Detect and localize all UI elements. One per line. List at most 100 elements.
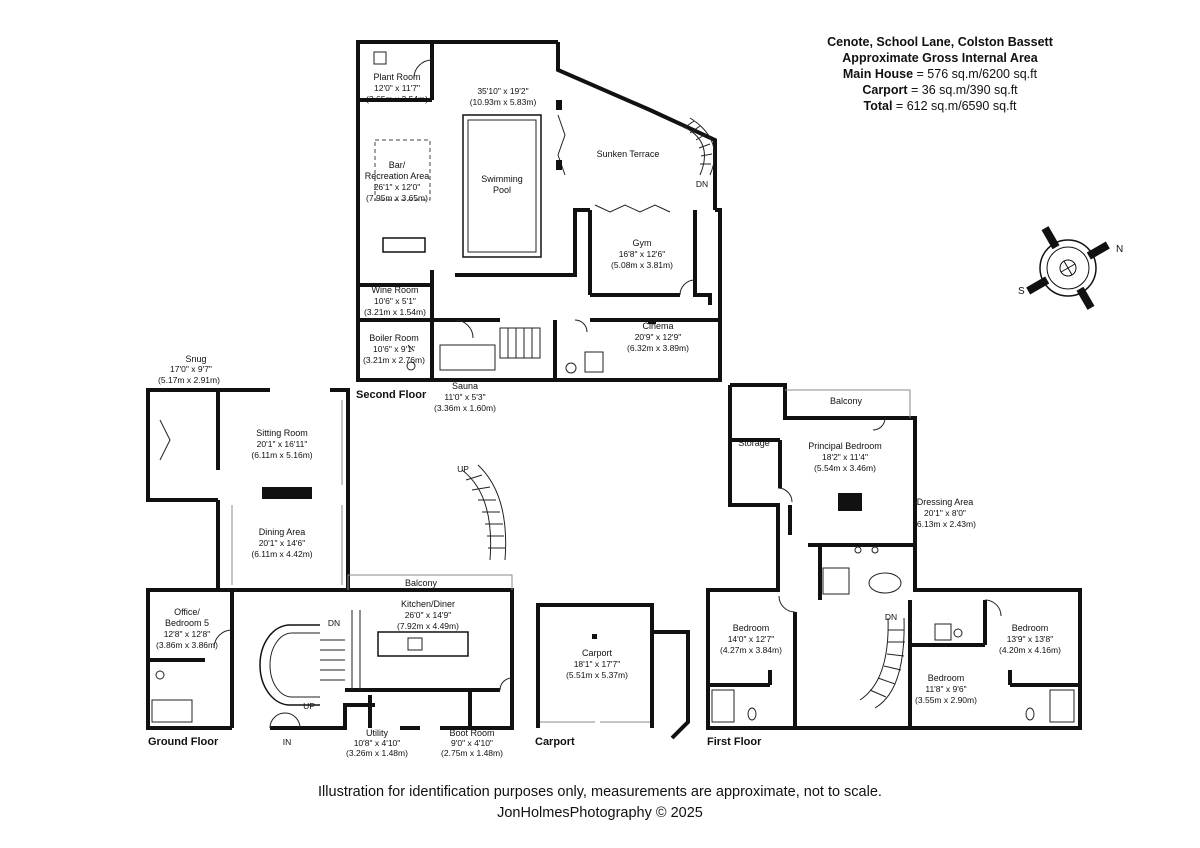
carport-imperial: 18'1" x 17'7" — [574, 659, 621, 669]
principal-bedroom-name: Principal Bedroom — [808, 441, 882, 451]
compass-south-label: S — [1018, 286, 1025, 297]
bedroom-b-imperial: 13'9" x 13'8" — [1007, 634, 1054, 644]
boiler-room-metric: (3.21m x 2.76m) — [363, 355, 425, 365]
wine-room-metric: (3.21m x 1.54m) — [364, 307, 426, 317]
kitchen-metric: (7.92m x 4.49m) — [397, 621, 459, 631]
cinema-imperial: 20'9" x 12'9" — [635, 332, 682, 342]
sitting-room-imperial: 20'1" x 16'11" — [257, 439, 308, 449]
dressing-area-imperial: 20'1" x 8'0" — [924, 508, 966, 518]
main-house-label: Main House — [842, 67, 914, 81]
gym-name: Gym — [633, 238, 652, 248]
gym-imperial: 16'8" x 12'6" — [619, 249, 666, 259]
cinema-name: Cinema — [642, 321, 673, 331]
disclaimer-text: Illustration for identification purposes… — [318, 784, 882, 800]
carport-plan — [536, 603, 690, 740]
swimming-pool-label-2: Pool — [493, 185, 511, 195]
boot-room-metric: (2.75m x 1.48m) — [441, 748, 503, 758]
carport-area-label: Carport — [862, 83, 908, 97]
sitting-room-name: Sitting Room — [256, 428, 308, 438]
dining-area-name: Dining Area — [259, 527, 306, 537]
wine-room-imperial: 10'6" x 5'1" — [374, 296, 416, 306]
bedroom-c-imperial: 11'8" x 9'6" — [925, 684, 966, 694]
first-floor-plan — [706, 383, 1082, 730]
second-floor-plan — [356, 40, 722, 382]
bedroom-a-metric: (4.27m x 3.84m) — [720, 645, 782, 655]
carport-area-value: 36 sq.m/390 sq.ft — [921, 83, 1018, 97]
snug-imperial: 17'0" x 9'7" — [170, 364, 212, 374]
bedroom-b-metric: (4.20m x 4.16m) — [999, 645, 1061, 655]
main-house-value: 576 sq.m/6200 sq.ft — [927, 67, 1038, 81]
carport-floor-label: Carport — [535, 736, 575, 748]
compass-rose: N S — [1018, 226, 1123, 310]
sauna-metric: (3.36m x 1.60m) — [434, 403, 496, 413]
dining-area-metric: (6.11m x 4.42m) — [251, 549, 312, 559]
boot-room-name: Boot Room — [449, 728, 494, 738]
entrance-in-marker: IN — [283, 737, 292, 747]
utility-metric: (3.26m x 1.48m) — [346, 748, 408, 758]
bedroom-a-imperial: 14'0" x 12'7" — [728, 634, 775, 644]
principal-bedroom-imperial: 18'2" x 11'4" — [822, 452, 868, 462]
second-floor-labels: Plant Room 12'0" x 11'7" (3.65m x 3.54m)… — [356, 72, 708, 413]
kitchen-imperial: 26'0" x 14'9" — [405, 610, 452, 620]
bar-label-2: Recreation Area — [365, 171, 430, 181]
boiler-room-name: Boiler Room — [369, 333, 419, 343]
sauna-name: Sauna — [452, 381, 478, 391]
boiler-room-imperial: 10'6" x 9'1" — [373, 344, 415, 354]
bedroom-b-name: Bedroom — [1012, 623, 1049, 633]
total-area-value: 612 sq.m/6590 sq.ft — [906, 99, 1017, 113]
boot-room-imperial: 9'0" x 4'10" — [451, 738, 493, 748]
main-house-area: Main House = 576 sq.m/6200 sq.ft — [842, 67, 1038, 81]
ground-floor-plan — [146, 388, 514, 730]
bedroom-c-name: Bedroom — [928, 673, 965, 683]
plant-room-name: Plant Room — [373, 72, 420, 82]
gym-metric: (5.08m x 3.81m) — [611, 260, 673, 270]
area-summary: Cenote, School Lane, Colston Bassett App… — [760, 34, 1120, 114]
snug-name: Snug — [185, 354, 206, 364]
bar-imperial: 26'1" x 12'0" — [374, 182, 421, 192]
sunken-terrace-name: Sunken Terrace — [597, 149, 660, 159]
sitting-room-metric: (6.11m x 5.16m) — [251, 450, 312, 460]
storage-name: Storage — [738, 438, 770, 448]
first-floor-labels: Balcony Storage Principal Bedroom 18'2" … — [707, 396, 1061, 748]
area-subtitle: Approximate Gross Internal Area — [842, 51, 1038, 65]
sauna-imperial: 11'0" x 5'3" — [444, 392, 485, 402]
utility-name: Utility — [366, 728, 388, 738]
bar-label-1: Bar/ — [389, 160, 406, 170]
bar-metric: (7.95m x 3.65m) — [366, 193, 428, 203]
pool-area-metric: (10.93m x 5.83m) — [470, 97, 537, 107]
ground-balcony-name: Balcony — [405, 578, 438, 588]
office-imperial: 12'8" x 12'8" — [164, 629, 211, 639]
compass-north-label: N — [1116, 244, 1123, 255]
office-metric: (3.86m x 3.86m) — [156, 640, 218, 650]
dining-area-imperial: 20'1" x 14'6" — [259, 538, 306, 548]
carport-area: Carport = 36 sq.m/390 sq.ft — [862, 83, 1018, 97]
kitchen-name: Kitchen/Diner — [401, 599, 455, 609]
carport-name: Carport — [582, 648, 613, 658]
utility-imperial: 10'8" x 4'10" — [354, 738, 401, 748]
bedroom-c-metric: (3.55m x 2.90m) — [915, 695, 977, 705]
ground-stair-up-marker: UP — [303, 701, 315, 711]
ground-floor-labels: Snug 17'0" x 9'7" (5.17m x 2.91m) Sittin… — [148, 354, 503, 758]
total-area-label: Total — [863, 99, 893, 113]
dressing-area-name: Dressing Area — [917, 497, 974, 507]
property-address: Cenote, School Lane, Colston Bassett — [827, 35, 1053, 49]
photographer-credit: JonHolmesPhotography © 2025 — [497, 805, 703, 821]
carport-labels: Carport 18'1" x 17'7" (5.51m x 5.37m) Ca… — [535, 648, 628, 748]
swimming-pool-label-1: Swimming — [481, 174, 523, 184]
carport-metric: (5.51m x 5.37m) — [566, 670, 628, 680]
plant-room-metric: (3.65m x 3.54m) — [366, 94, 428, 104]
cinema-metric: (6.32m x 3.89m) — [627, 343, 689, 353]
bedroom-a-name: Bedroom — [733, 623, 770, 633]
office-label-1: Office/ — [174, 607, 200, 617]
first-floor-label: First Floor — [707, 736, 762, 748]
snug-metric: (5.17m x 2.91m) — [158, 375, 220, 385]
second-floor-label: Second Floor — [356, 389, 427, 401]
ground-floor-label: Ground Floor — [148, 736, 219, 748]
pool-area-imperial: 35'10" x 19'2" — [477, 86, 528, 96]
ground-stair-dn-marker: DN — [328, 618, 340, 628]
balcony-stair-up-marker: UP — [457, 464, 469, 474]
first-stair-dn-marker: DN — [885, 612, 897, 622]
plant-room-imperial: 12'0" x 11'7" — [374, 83, 420, 93]
first-balcony-name: Balcony — [830, 396, 863, 406]
